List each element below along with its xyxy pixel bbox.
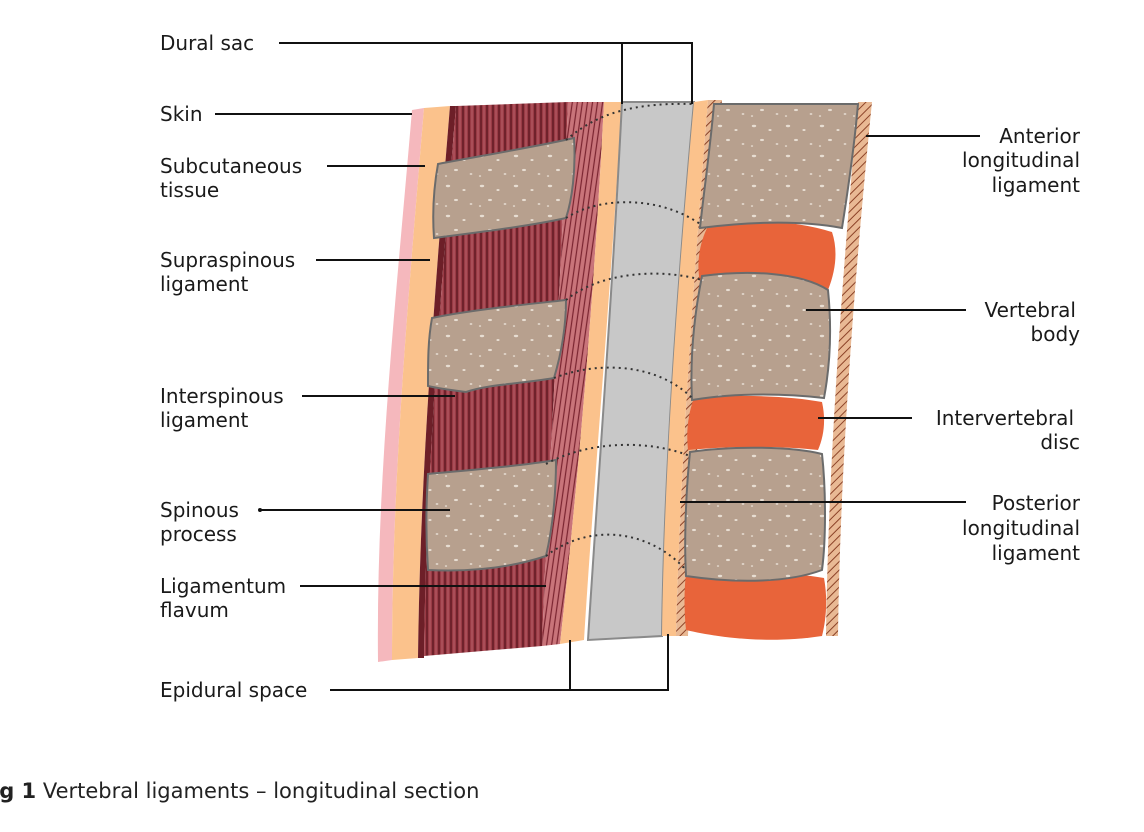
label-supraspinous-1: Supraspinous <box>160 248 295 272</box>
label-flavum-1: Ligamentum <box>160 574 286 598</box>
figure-caption-text: Vertebral ligaments – longitudinal secti… <box>36 779 480 803</box>
label-disc-1: Intervertebral <box>936 406 1074 430</box>
leader-lines <box>215 42 980 691</box>
label-anterior-1: Anterior <box>999 124 1081 148</box>
skin-layer <box>377 108 424 662</box>
figure-caption-prefix: ig 1 <box>0 779 37 803</box>
label-spinous-2: process <box>160 522 237 546</box>
label-subcutaneous-1: Subcutaneous <box>160 154 302 178</box>
label-posterior-1: Posterior <box>992 491 1081 515</box>
label-dural-sac: Dural sac <box>160 31 254 55</box>
label-flavum-2: flavum <box>160 598 229 622</box>
label-interspinous-2: ligament <box>160 408 249 432</box>
subcutaneous-layer <box>392 106 450 660</box>
vertebral-body-3 <box>684 446 826 582</box>
label-vertebral-body-1: Vertebral <box>984 298 1076 322</box>
label-anterior-2: longitudinal <box>962 148 1080 172</box>
label-posterior-2: longitudinal <box>962 516 1080 540</box>
label-subcutaneous-2: tissue <box>160 178 219 202</box>
dotted-lamina-lines <box>545 102 703 571</box>
epidural-space-posterior <box>560 102 622 644</box>
label-supraspinous-2: ligament <box>160 272 249 296</box>
figure-caption: ig 1 Vertebral ligaments – longitudinal … <box>0 779 479 803</box>
label-vertebral-body-2: body <box>1031 322 1081 346</box>
ligamentum-flavum-band <box>542 102 604 646</box>
label-spinous-1: Spinous <box>160 498 239 522</box>
vertebral-body-1 <box>698 103 860 230</box>
vertebral-body-2 <box>690 271 832 402</box>
label-epidural-space: Epidural space <box>160 678 307 702</box>
label-skin: Skin <box>160 102 203 126</box>
epidural-space-anterior <box>662 100 708 636</box>
intervertebral-disc-3 <box>684 571 827 640</box>
spinous-process-2 <box>426 298 568 394</box>
spinous-process-3 <box>425 458 558 572</box>
label-anterior-3: ligament <box>992 173 1081 197</box>
label-disc-2: disc <box>1040 430 1080 454</box>
label-interspinous-1: Interspinous <box>160 384 284 408</box>
label-posterior-3: ligament <box>992 541 1081 565</box>
intervertebral-disc-2 <box>687 395 825 450</box>
